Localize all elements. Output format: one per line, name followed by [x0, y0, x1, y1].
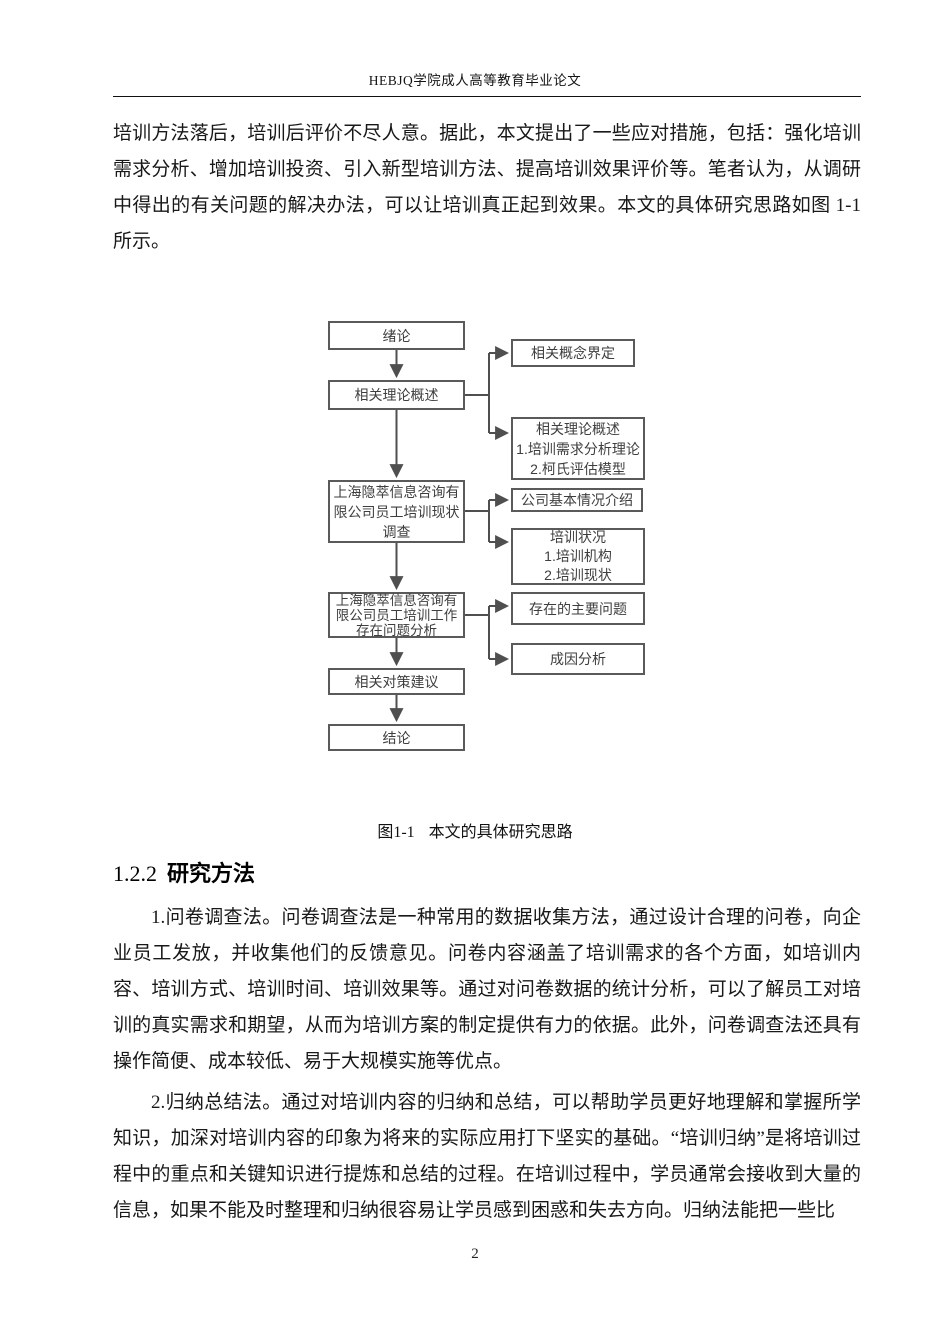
flow-box-training-status-survey: 上海隐萃信息咨询有 限公司员工培训现状 调查	[328, 480, 465, 543]
flow-box-main-problems: 存在的主要问题	[511, 592, 645, 625]
paragraph-1: 培训方法落后，培训后评价不尽人意。据此，本文提出了一些应对措施，包括：强化培训需…	[113, 123, 861, 252]
paragraph-3: 2.归纳总结法。通过对培训内容的归纳和总结，可以帮助学员更好地理解和掌握所学知识…	[113, 1092, 861, 1221]
flow-box-training-status: 培训状况 1.培训机构 2.培训现状	[511, 528, 645, 585]
flow-box-problem-analysis: 上海隐萃信息咨询有 限公司员工培训工作 存在问题分析	[328, 592, 465, 638]
flow-box-countermeasures: 相关对策建议	[328, 668, 465, 695]
flow-box-theory-detail: 相关理论概述 1.培训需求分析理论 2.柯氏评估模型	[511, 417, 645, 480]
figure-caption-label: 图1-1	[377, 824, 415, 841]
figure-caption: 图1-1 本文的具体研究思路	[0, 818, 950, 842]
paragraph-2: 1.问卷调查法。问卷调查法是一种常用的数据收集方法，通过设计合理的问卷，向企业员…	[113, 907, 861, 1072]
page-header-title: HEBJQ学院成人高等教育毕业论文	[368, 73, 582, 88]
flow-box-conclusion: 结论	[328, 724, 465, 751]
page-number: 2	[471, 1246, 479, 1262]
connector-theory-fork	[465, 353, 490, 433]
flow-box-company-intro: 公司基本情况介绍	[511, 488, 643, 512]
section-heading-title: 研究方法	[167, 861, 256, 886]
flow-box-introduction: 绪论	[328, 321, 465, 350]
figure-caption-title: 本文的具体研究思路	[428, 824, 573, 841]
connector-problem-fork	[465, 606, 490, 659]
flow-box-cause-analysis: 成因分析	[511, 643, 645, 675]
header-rule	[113, 96, 861, 97]
section-heading: 1.2.2 研究方法	[113, 856, 255, 888]
section-heading-number: 1.2.2	[113, 861, 157, 886]
flow-box-theory-overview: 相关理论概述	[328, 380, 465, 410]
flow-box-concept-definition: 相关概念界定	[511, 339, 635, 367]
connector-survey-fork	[465, 500, 490, 542]
